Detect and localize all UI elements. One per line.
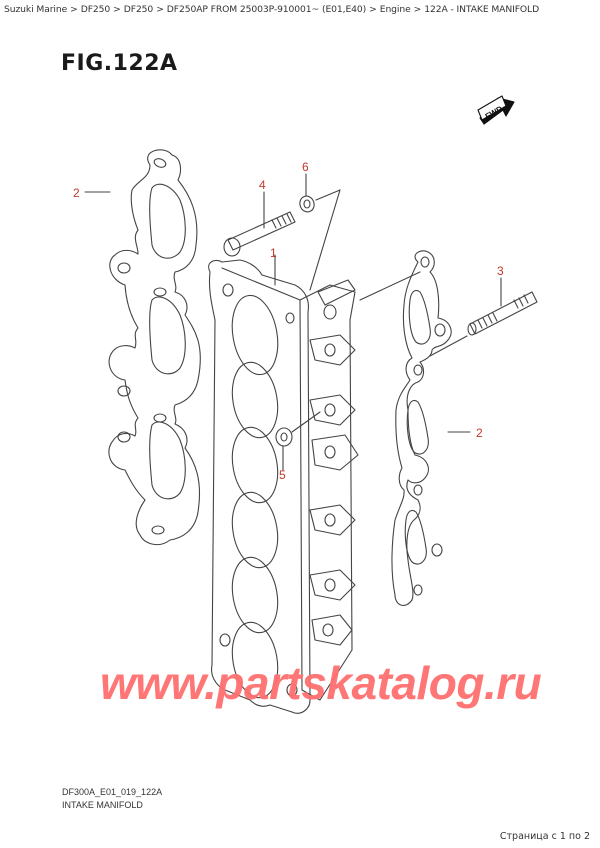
callout-2-right[interactable]: 2 (476, 426, 483, 440)
watermark: www.partskatalog.ru (100, 657, 542, 709)
washer (299, 173, 341, 291)
drawing-code: DF300A_E01_019_122A (62, 787, 163, 797)
breadcrumb-separator: > (70, 4, 78, 15)
left-gasket (84, 149, 201, 546)
figure-caption: INTAKE MANIFOLD (62, 800, 143, 810)
callout-2-left[interactable]: 2 (73, 186, 80, 200)
fwd-arrow-icon: FWD (477, 95, 515, 125)
breadcrumb-item-model[interactable]: DF250 (80, 4, 111, 15)
callout-6[interactable]: 6 (302, 160, 309, 174)
figure-title: FIG.122A (61, 51, 178, 76)
nut (275, 411, 321, 471)
stud-bolt (359, 271, 538, 357)
right-gasket (391, 250, 471, 606)
breadcrumb-item-submodel[interactable]: DF250 (123, 4, 154, 15)
breadcrumb-item-section[interactable]: Engine (379, 4, 411, 15)
page-indicator: Страница с 1 по 2 (499, 831, 590, 842)
breadcrumb-item-brand[interactable]: Suzuki Marine (4, 4, 68, 15)
intake-manifold (208, 254, 359, 714)
breadcrumb-item-current: 122A - INTAKE MANIFOLD (424, 4, 540, 15)
breadcrumb-separator: > (156, 4, 164, 15)
callout-1[interactable]: 1 (270, 246, 277, 260)
callout-3[interactable]: 3 (497, 264, 504, 278)
breadcrumb: Suzuki Marine>DF250>DF250>DF250AP FROM 2… (4, 4, 539, 15)
breadcrumb-item-serial[interactable]: DF250AP FROM 25003P-910001~ (E01,E40) (166, 4, 367, 15)
breadcrumb-separator: > (369, 4, 377, 15)
callout-4[interactable]: 4 (259, 178, 266, 192)
callout-5[interactable]: 5 (279, 468, 286, 482)
breadcrumb-separator: > (413, 4, 422, 15)
breadcrumb-separator: > (113, 4, 121, 15)
bolt (223, 191, 296, 257)
